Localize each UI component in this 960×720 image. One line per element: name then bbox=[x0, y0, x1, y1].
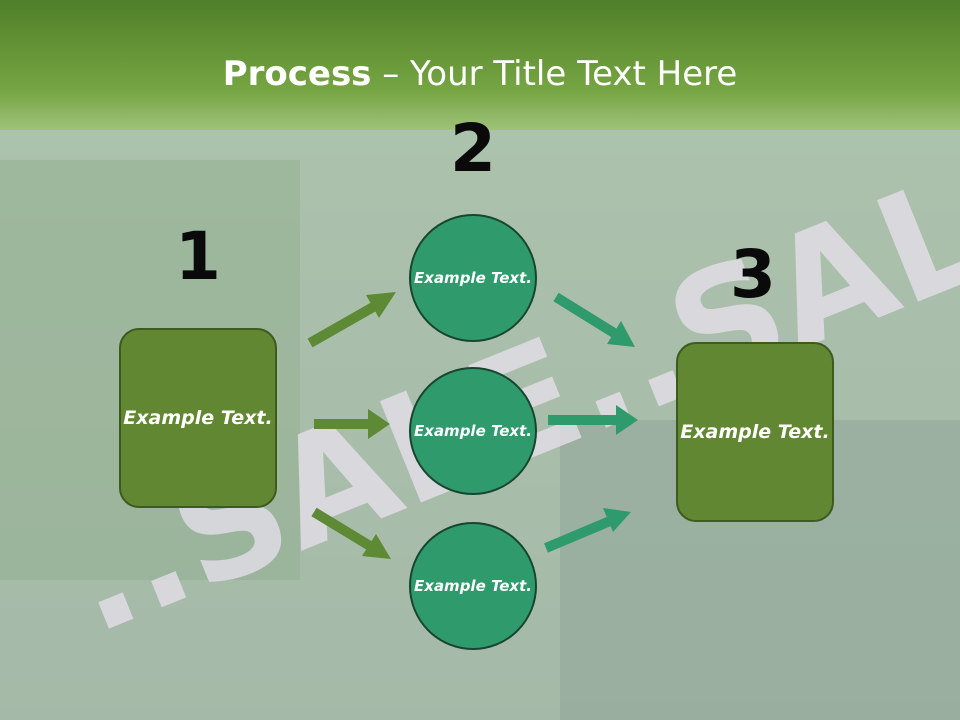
arrow-left-to-bottom bbox=[311, 507, 391, 559]
arrow-left-to-top bbox=[307, 292, 396, 348]
step-number-3: 3 bbox=[730, 236, 776, 313]
arrow-middle-to-right bbox=[548, 405, 638, 435]
middle-process-circle: Example Text. bbox=[409, 367, 537, 495]
step-number-1: 1 bbox=[175, 218, 221, 295]
slide-title: Process – Your Title Text Here bbox=[0, 52, 960, 96]
arrow-left-to-middle bbox=[314, 409, 390, 439]
title-bold: Process bbox=[222, 54, 372, 94]
top-process-circle: Example Text. bbox=[409, 214, 537, 342]
title-rest: – Your Title Text Here bbox=[371, 54, 738, 94]
bottom-process-circle: Example Text. bbox=[409, 522, 537, 650]
arrow-bottom-to-right bbox=[544, 508, 631, 553]
left-process-box: Example Text. bbox=[119, 328, 277, 508]
right-process-box: Example Text. bbox=[676, 342, 834, 522]
step-number-2: 2 bbox=[450, 110, 496, 187]
arrow-top-to-right bbox=[553, 292, 635, 347]
